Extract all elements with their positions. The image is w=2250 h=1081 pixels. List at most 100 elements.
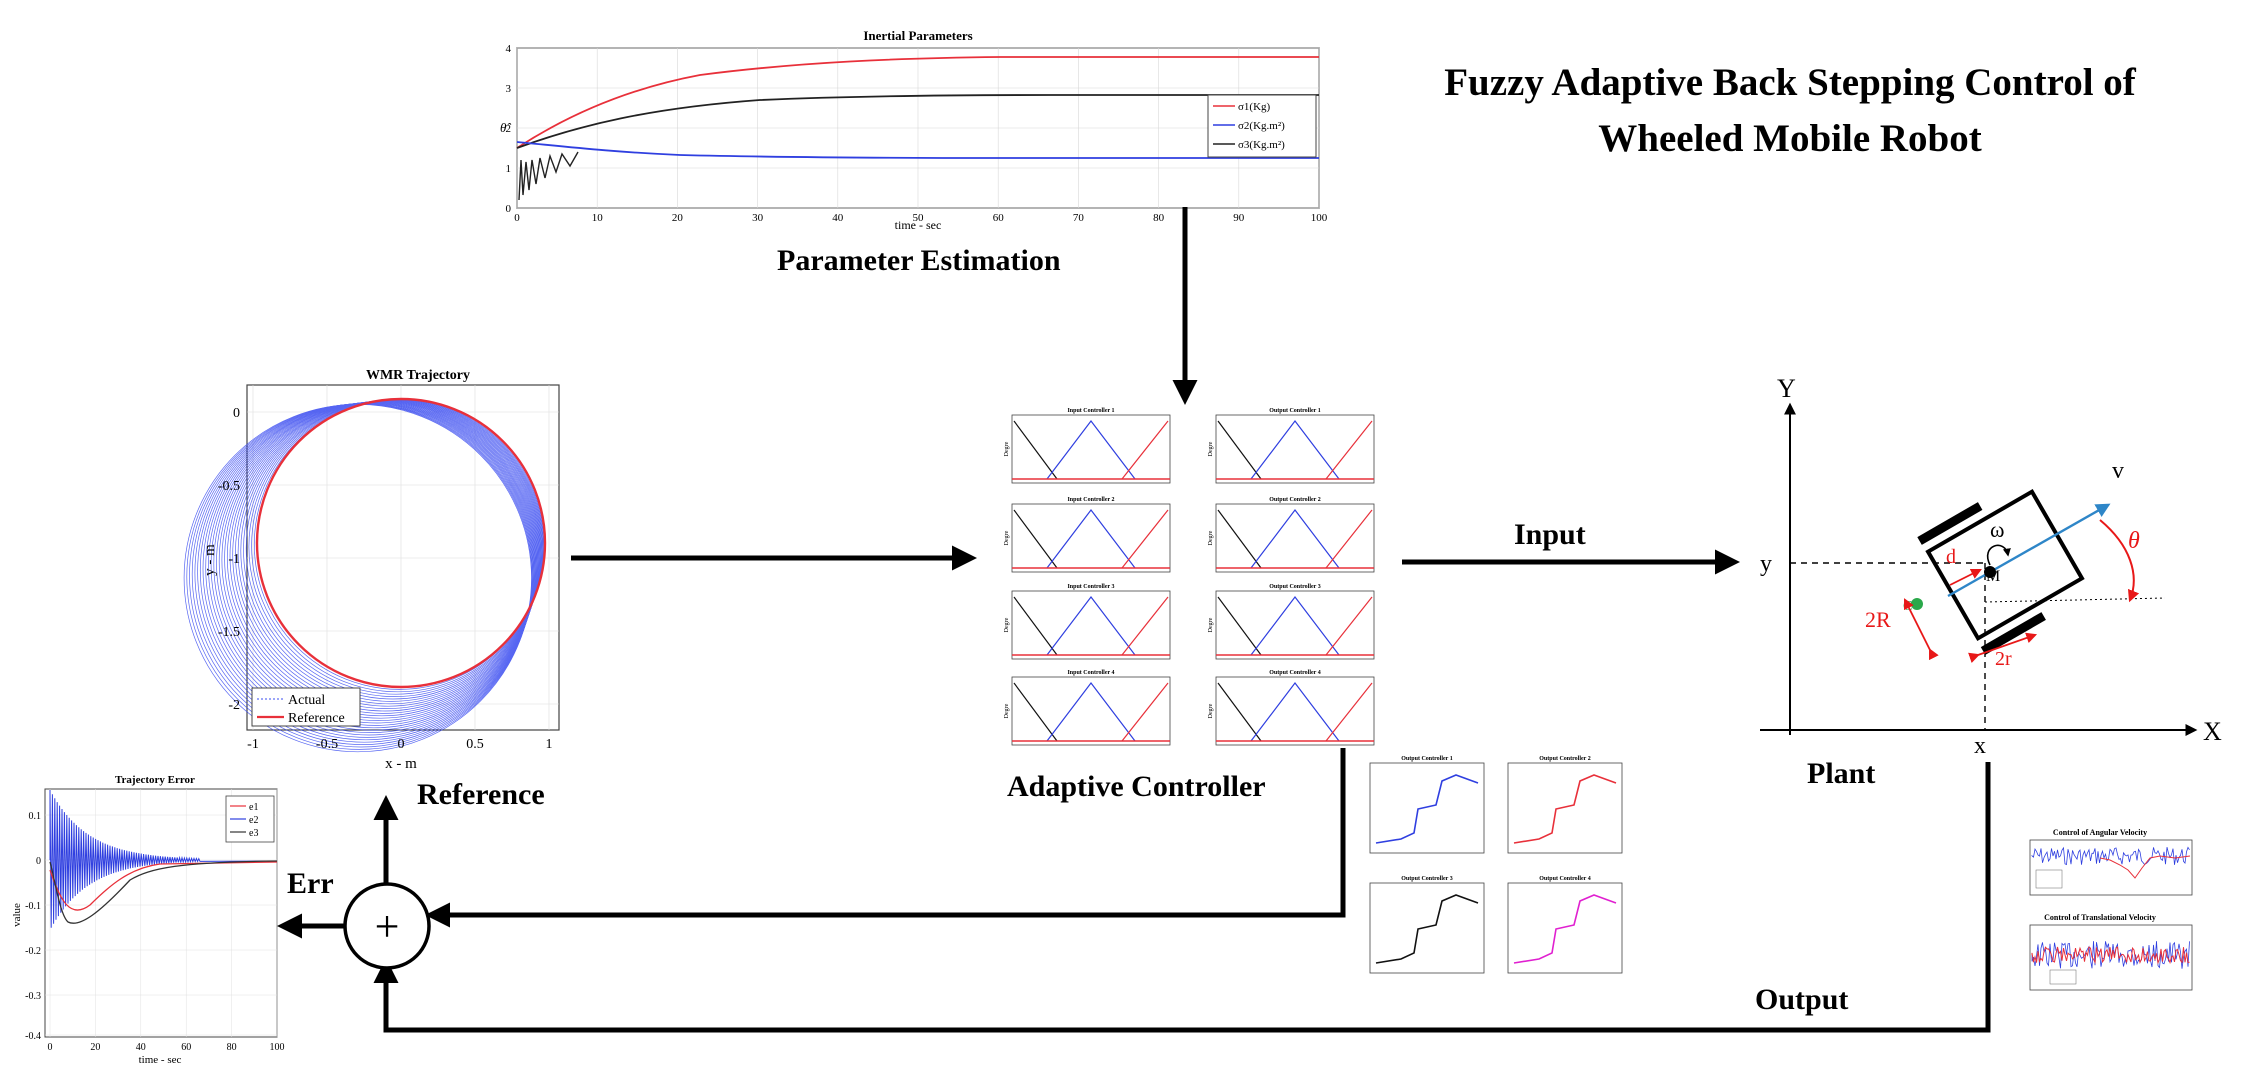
legend-e1: e1 [249, 802, 258, 813]
fuzzy-cell-ylabel: Degre [1208, 703, 1214, 718]
plant-axis-y-label: Y [1777, 374, 1796, 403]
sigma3-oscillation [518, 151, 579, 201]
adaptive-controller-label: Adaptive Controller [1007, 770, 1266, 803]
fuzzy-cell-title: Input Controller 2 [1067, 497, 1114, 503]
fuzzy-cell-frame [1215, 590, 1375, 660]
sigma1-curve [516, 56, 1319, 149]
angular-velocity-red [2099, 855, 2191, 879]
error-xtick-label: 20 [90, 1042, 100, 1053]
trajectory-plot-title: WMR Trajectory [366, 368, 470, 383]
inertial-plot-grid [516, 47, 1320, 209]
error-plot-xlabel: time - sec [139, 1054, 182, 1066]
trajectory-ytick-label: -1 [228, 552, 240, 567]
inertial-xtick-label: 10 [592, 212, 604, 224]
error-plot-yticks: 0.10-0.1-0.2-0.3-0.4 [25, 811, 41, 1042]
parameter-estimation-label: Parameter Estimation [777, 244, 1061, 277]
translational-velocity-red [2031, 946, 2190, 965]
robot-body [1917, 488, 2085, 655]
2R-dimension-line [1904, 598, 1939, 661]
surface-curve [1375, 894, 1479, 964]
velocity-v-arrow [1947, 503, 2111, 598]
output-label: Output [1755, 983, 1849, 1016]
trajectory-ytick-label: -0.5 [218, 479, 240, 494]
flow-arrows [277, 207, 1991, 1033]
legend-e3: e3 [249, 828, 258, 839]
e3-curve [49, 860, 278, 924]
d-dimension-line [1949, 569, 1982, 586]
error-xtick-label: 100 [270, 1042, 285, 1053]
fuzzy-cell-ylabel: Degre [1004, 617, 1010, 632]
error-ytick-label: -0.2 [25, 946, 41, 957]
legend-actual: Actual [288, 693, 325, 708]
err-label: Err [287, 867, 334, 900]
inertial-xtick-label: 60 [993, 212, 1005, 224]
fuzzy-cell-frame [1215, 414, 1375, 484]
surface-frame [1507, 762, 1623, 854]
surface-curve [1513, 774, 1617, 844]
arrow-plant-output-to-sum [373, 762, 1991, 1033]
inertial-plot-title: Inertial Parameters [863, 28, 972, 43]
error-xtick-label: 0 [48, 1042, 53, 1053]
plant-tick-x-label: x [1974, 733, 1986, 759]
error-ytick-label: 0.1 [29, 811, 42, 822]
sigma3-curve [516, 94, 1319, 149]
error-ytick-label: -0.3 [25, 991, 41, 1002]
legend-sigma1: σ1(Kg) [1238, 101, 1271, 113]
legend-reference: Reference [288, 711, 345, 726]
angular-velocity-legend [2035, 869, 2063, 889]
trajectory-xtick-label: 0.5 [466, 737, 484, 752]
legend-sigma3: σ3(Kg.m²) [1238, 139, 1285, 151]
inertial-xtick-label: 100 [1311, 212, 1328, 224]
2r-dimension-line [1968, 632, 2038, 663]
trajectory-ytick-label: -2 [228, 698, 240, 713]
plant-v-label: v [2112, 458, 2124, 484]
membership-middle [1046, 682, 1136, 742]
fuzzy-cell-title: Output Controller 3 [1269, 584, 1320, 590]
fuzzy-cell-frame [1011, 503, 1171, 573]
membership-left [1013, 682, 1058, 742]
fuzzy-cell-frame [1011, 590, 1171, 660]
legend-e2: e2 [249, 815, 258, 826]
point-c-dot [1911, 598, 1923, 610]
plant-d-label: d [1946, 546, 1956, 568]
membership-right [1325, 596, 1373, 656]
error-ytick-label: -0.4 [25, 1031, 41, 1042]
theta-arc [2099, 519, 2140, 603]
error-xtick-label: 60 [181, 1042, 191, 1053]
sum-plus-label: + [375, 902, 400, 951]
inertial-xtick-label: 30 [752, 212, 764, 224]
error-xtick-label: 80 [227, 1042, 237, 1053]
membership-left [1013, 420, 1058, 480]
surface-frame [1507, 882, 1623, 974]
fuzzy-cell-title: Input Controller 4 [1067, 670, 1114, 676]
membership-right [1121, 509, 1169, 569]
inertial-xtick-label: 40 [832, 212, 844, 224]
inertial-ytick-label: 1 [506, 163, 512, 175]
membership-right [1325, 682, 1373, 742]
inertial-plot-xlabel: time - sec [895, 218, 942, 232]
plant-tick-y-label: y [1760, 551, 1772, 577]
membership-middle [1250, 596, 1340, 656]
trajectory-ytick-label: -1.5 [218, 625, 240, 640]
plant-M-label: M [1986, 568, 2000, 585]
inertial-xtick-label: 70 [1073, 212, 1085, 224]
membership-right [1121, 682, 1169, 742]
fuzzy-cell-title: Output Controller 4 [1269, 670, 1320, 676]
e1-curve [49, 861, 278, 911]
membership-left [1217, 682, 1262, 742]
translational-velocity-title: Control of Translational Velocity [2044, 913, 2156, 922]
fuzzy-cell-title: Output Controller 2 [1269, 497, 1320, 503]
arrow-controller-to-sum [425, 748, 1346, 928]
surface-title: Output Controller 4 [1539, 876, 1590, 882]
surface-curve [1513, 894, 1617, 964]
inertial-xtick-label: 80 [1153, 212, 1165, 224]
membership-middle [1250, 420, 1340, 480]
